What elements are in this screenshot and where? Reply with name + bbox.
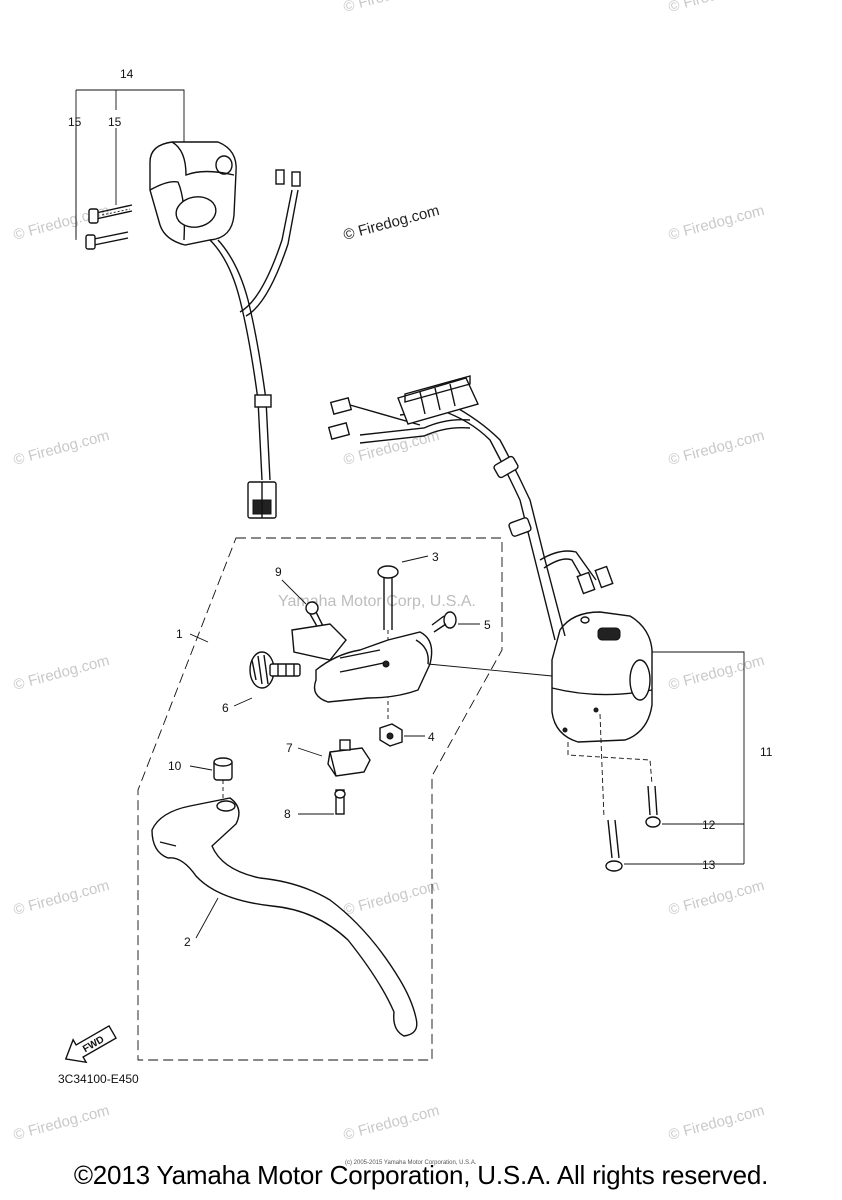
- lever-2: [151, 797, 418, 1037]
- watermark: © Firedog.com: [667, 202, 767, 244]
- right-switch-assembly: [327, 375, 661, 872]
- callout-5: 5: [484, 618, 491, 632]
- switch-7: [327, 739, 371, 777]
- copyright-footer: ©2013 Yamaha Motor Corporation, U.S.A. A…: [73, 1160, 769, 1190]
- callout-bracket-11: [624, 651, 745, 865]
- watermark: © Firedog.com: [667, 1102, 767, 1144]
- lever-holder: [291, 623, 553, 703]
- screw-8: [334, 789, 346, 815]
- fwd-label: FWD: [81, 1034, 106, 1055]
- callout-1: 1: [176, 627, 183, 641]
- callout-2: 2: [184, 935, 191, 949]
- nut-4: [379, 694, 403, 747]
- callout-13: 13: [702, 858, 716, 872]
- screw-12: [645, 785, 661, 828]
- leader-lines: [189, 555, 480, 939]
- watermark: © Firedog.com: [12, 427, 112, 469]
- watermark: © Firedog.com: [342, 427, 442, 469]
- watermark: © Firedog.com: [667, 0, 767, 16]
- callout-7: 7: [286, 741, 293, 755]
- left-switch-assembly: [85, 141, 301, 519]
- callout-9: 9: [275, 565, 282, 579]
- screw-13: [605, 819, 623, 872]
- watermark-yamaha: Yamaha Motor Corp, U.S.A.: [278, 593, 476, 610]
- callout-labels: 1 2 3 4 5 6 7 8 9 10 11 12 13 14 15 15: [68, 67, 773, 949]
- callout-bracket-14: [75, 89, 185, 240]
- callout-15: 15: [108, 115, 122, 129]
- watermark-center: © Firedog.com: [342, 202, 442, 244]
- screw-5: [431, 611, 457, 633]
- watermark: © Firedog.com: [342, 0, 442, 16]
- callout-12: 12: [702, 818, 716, 832]
- callout-10: 10: [168, 759, 182, 773]
- watermark: © Firedog.com: [342, 877, 442, 919]
- watermark: © Firedog.com: [12, 652, 112, 694]
- watermark: © Firedog.com: [12, 1102, 112, 1144]
- assembly-group-outline: [137, 537, 503, 1061]
- adjuster-6: [249, 651, 301, 689]
- callout-14: 14: [120, 67, 134, 81]
- callout-15: 15: [68, 115, 82, 129]
- callout-4: 4: [428, 730, 435, 744]
- bolt-3: [377, 565, 399, 660]
- callout-8: 8: [284, 807, 291, 821]
- small-copyright: (c) 2005-2015 Yamaha Motor Corporation, …: [345, 1160, 477, 1166]
- screw: [85, 231, 129, 250]
- watermark: © Firedog.com: [667, 427, 767, 469]
- watermark: © Firedog.com: [667, 652, 767, 694]
- watermark: © Firedog.com: [12, 877, 112, 919]
- fwd-arrow-icon: FWD: [64, 1024, 117, 1064]
- callout-6: 6: [222, 701, 229, 715]
- multi-pin-connector: [397, 375, 479, 425]
- watermark: © Firedog.com: [342, 1102, 442, 1144]
- callout-11: 11: [760, 745, 773, 759]
- screw: [88, 204, 133, 224]
- diagram-code: 3C34100-E450: [58, 1072, 139, 1086]
- callout-3: 3: [432, 550, 439, 564]
- collar-10: [213, 757, 233, 800]
- watermark: © Firedog.com: [667, 877, 767, 919]
